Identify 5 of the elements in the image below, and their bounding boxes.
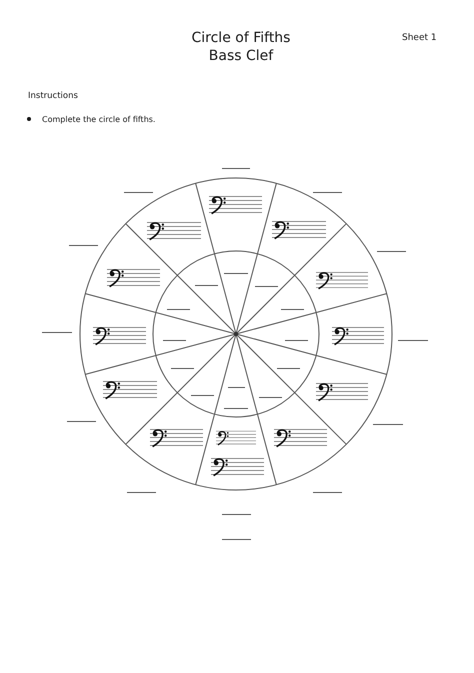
subtitle: Bass Clef bbox=[208, 48, 274, 65]
title: Circle of Fifths bbox=[190, 30, 292, 47]
sheet-number: Sheet 1 bbox=[402, 32, 437, 44]
section-heading: Instructions bbox=[28, 91, 78, 102]
instruction-text: Complete the circle of fifths. bbox=[42, 114, 156, 125]
